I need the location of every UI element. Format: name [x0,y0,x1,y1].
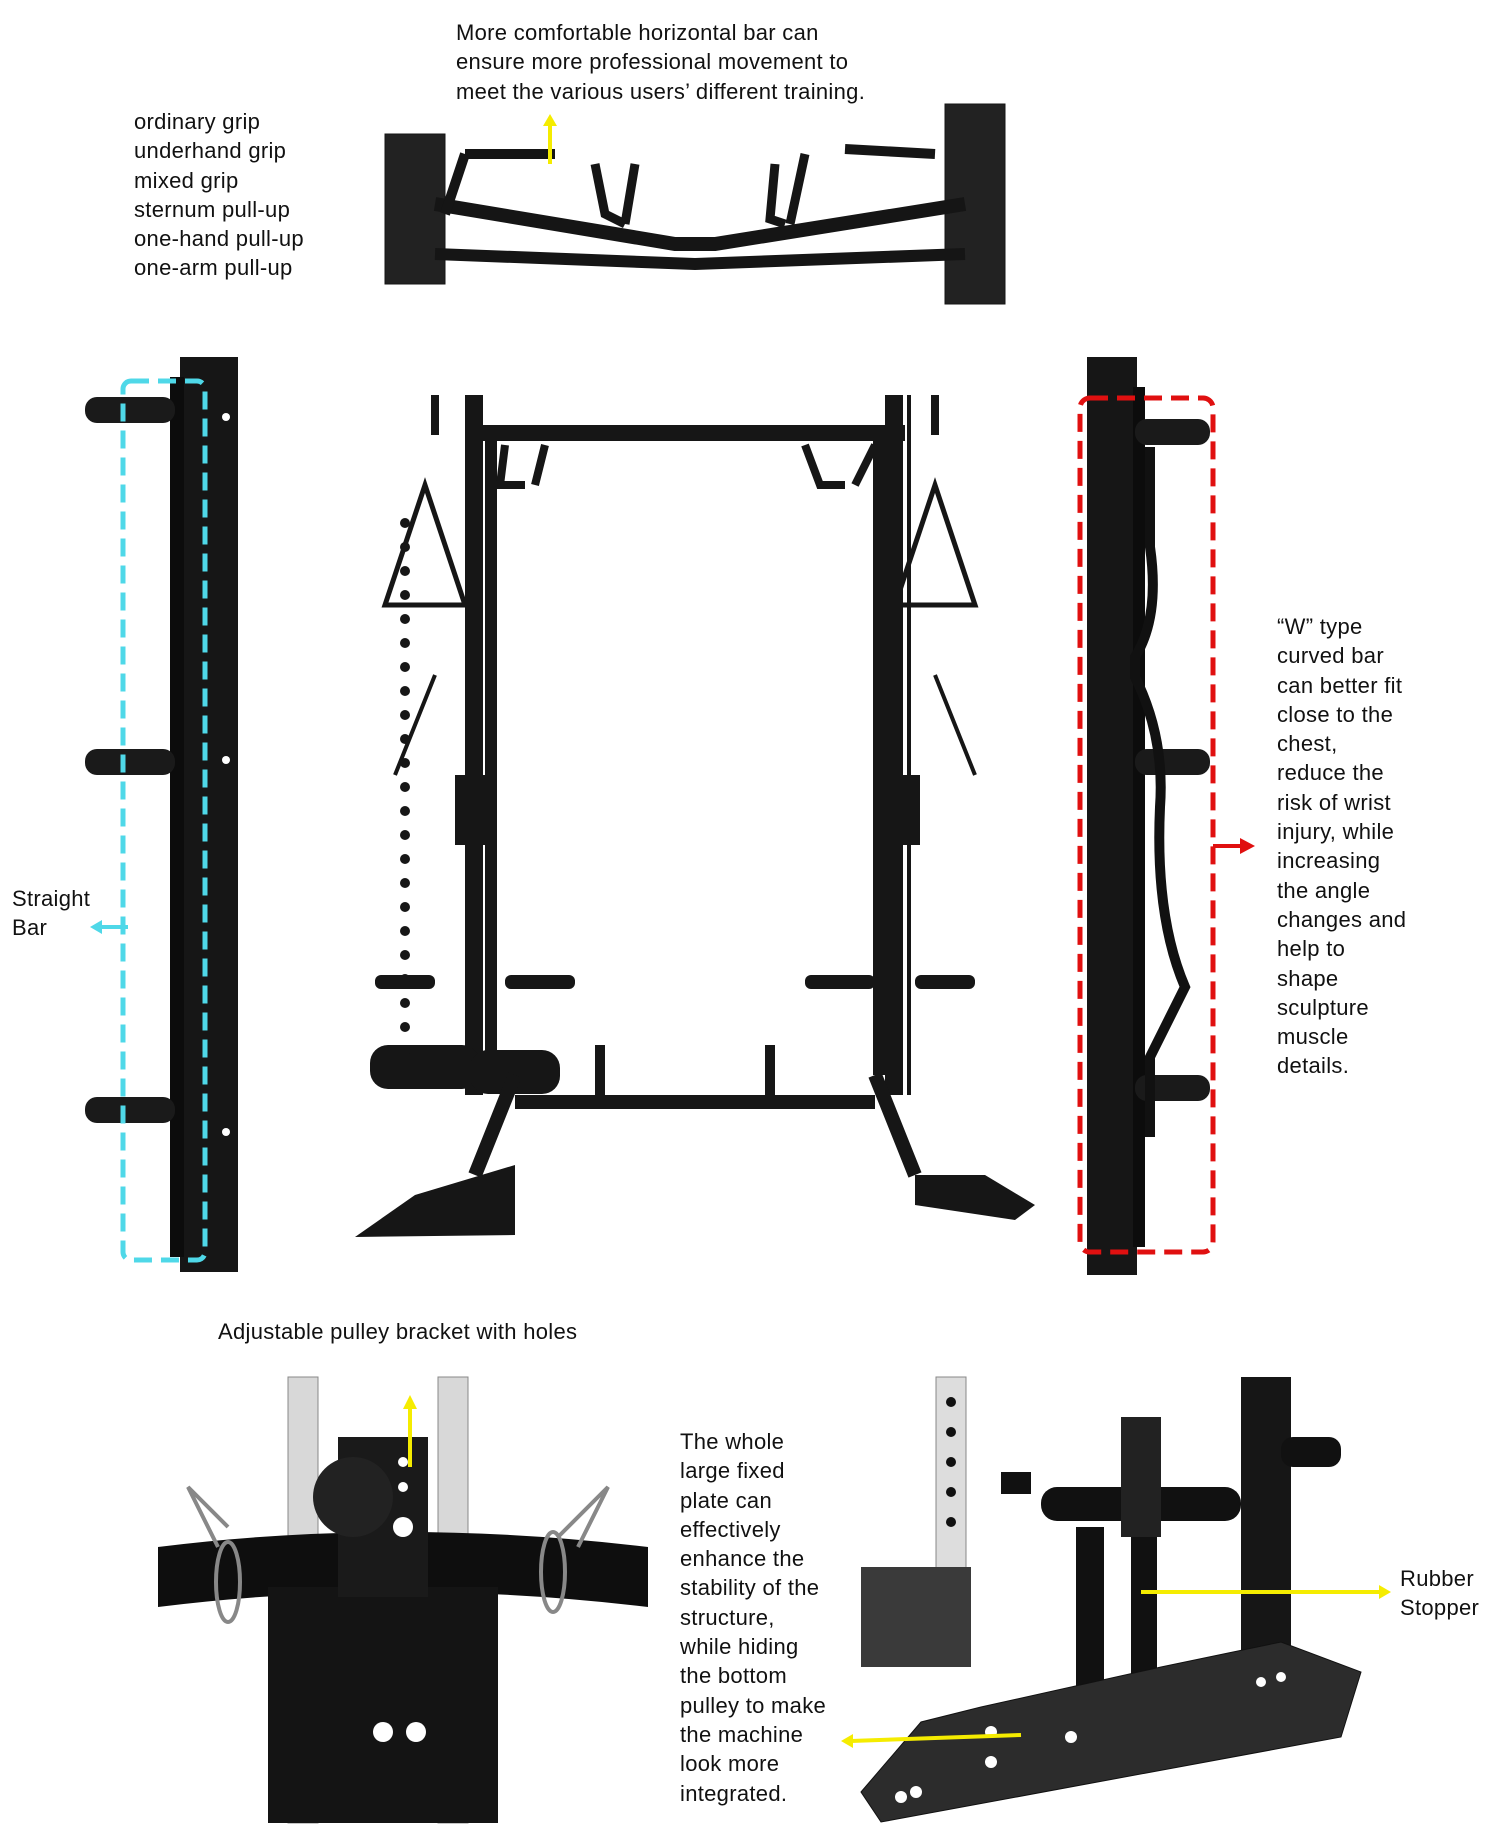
caption-line: look more [680,1751,780,1777]
grip-item: underhand grip [134,138,287,164]
w-bar-highlight-box [1077,395,1216,1255]
rubber-stopper-label: Rubber Stopper [1400,1564,1479,1623]
caption-line: muscle [1277,1024,1349,1050]
caption-line: More comfortable horizontal bar can [456,20,819,45]
caption-line: details. [1277,1053,1350,1079]
caption-line: “W” type [1277,614,1363,639]
caption-line: structure, [680,1604,775,1630]
caption-line: stability of the [680,1575,820,1601]
caption-line: enhance the [680,1546,805,1572]
caption-line: reduce the [1277,760,1384,786]
grip-list: ordinary grip underhand grip mixed grip … [134,107,304,283]
pulley-caption: Adjustable pulley bracket with holes [218,1319,578,1344]
caption-line: while hiding [680,1634,799,1660]
caption-line: large fixed [680,1458,785,1484]
caption-line: chest, [1277,731,1338,757]
w-bar-caption: “W” type curved bar can better fit close… [1277,612,1406,1081]
label-line: Straight [12,886,91,911]
caption-line: injury, while [1277,819,1395,845]
caption-line: the machine [680,1721,804,1747]
caption-line: sculpture [1277,994,1369,1020]
caption-line: increasing [1277,848,1381,874]
caption-line: risk of wrist [1277,789,1391,815]
grip-item: ordinary grip [134,109,261,134]
base-plate-image [841,1376,1391,1823]
grip-item: one-hand pull-up [134,226,304,252]
caption-line: shape [1277,965,1339,991]
straight-bar-highlight-box [120,378,208,1263]
caption-line: the angle [1277,877,1371,903]
label-line: Rubber [1400,1566,1474,1591]
caption-line: ensure more professional movement to [456,49,849,75]
caption-line: curved bar [1277,643,1384,669]
caption-line: effectively [680,1516,781,1542]
caption-line: meet the various users’ different traini… [456,78,866,104]
straight-bar-image [85,357,238,1272]
straight-bar-label: Straight Bar [12,884,90,943]
caption-line: the bottom [680,1663,787,1689]
caption-line: integrated. [680,1780,788,1806]
caption-line: changes and [1277,906,1407,932]
pulley-bracket-image [158,1376,648,1824]
label-line: Stopper [1400,1595,1480,1621]
top-caption: More comfortable horizontal bar can ensu… [456,18,865,106]
caption-line: plate can [680,1487,772,1513]
caption-line: help to [1277,936,1346,962]
caption-line: can better fit [1277,672,1403,698]
left-arrow [850,1733,1022,1743]
pullup-bar-image [384,103,1006,305]
grip-item: one-arm pull-up [134,255,293,281]
caption-line: The whole [680,1429,785,1454]
grip-item: sternum pull-up [134,196,291,222]
caption-line: close to the [1277,701,1394,727]
grip-item: mixed grip [134,167,239,193]
label-line: Bar [12,915,48,941]
plate-caption: The whole large fixed plate can effectiv… [680,1427,826,1808]
w-bar-image [1077,357,1255,1275]
caption-line: pulley to make [680,1692,827,1718]
power-rack-image [355,395,1035,1237]
